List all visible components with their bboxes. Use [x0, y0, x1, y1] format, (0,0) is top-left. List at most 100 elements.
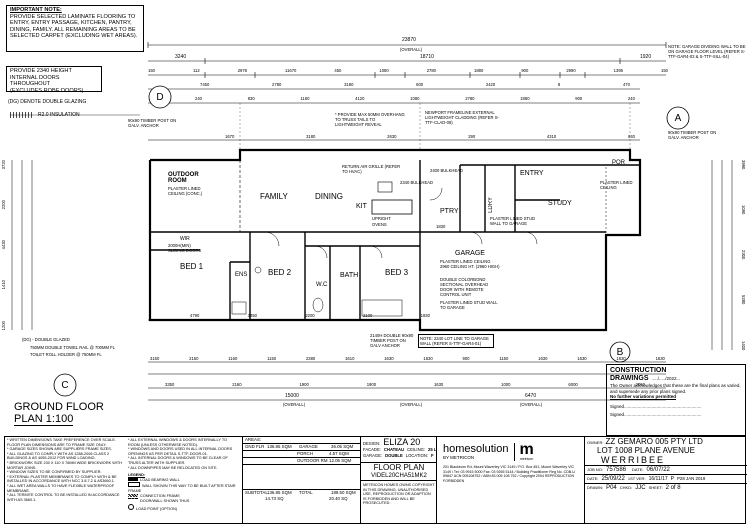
dim: 4430 [1, 240, 6, 250]
brand-block: homesolution BY METRICON m metricon 201 … [436, 437, 585, 523]
dim: 3180 [306, 134, 316, 139]
room-bed1: BED 1 [180, 262, 204, 271]
ptry-sub: PLASTER LINED STUD WALL TO GARAGE [490, 216, 536, 226]
important-note-line: DINING, FAMILY. ALL REMAINING AREAS TO B… [10, 26, 136, 33]
dim: 6000 [568, 382, 578, 387]
bulkhead-label: 2340 BULKHEAD [400, 180, 434, 185]
brand-sub: BY METRICON [443, 455, 475, 460]
dim: 3180 [344, 82, 354, 87]
section-marker-b [609, 341, 631, 363]
facade-value: CHATEAU [383, 447, 405, 452]
room-dining: DINING [315, 192, 343, 201]
pf-value: P [670, 476, 674, 482]
dim: 290 [468, 134, 476, 139]
dim-bottom-overall-a: 15000 [285, 393, 299, 399]
legend-title: LEGEND: [128, 473, 146, 478]
note-line: * ALL DOWNPIPES MAY BE RELOCATED ON SITE… [128, 465, 218, 470]
dim: 3720 [1, 160, 6, 170]
dim: 2060 [635, 382, 645, 387]
garage-sub: PLASTER LINED CEILING 2960 CEILING HT. (… [440, 259, 500, 269]
ver-label: 1ST VER: [627, 476, 646, 481]
legend-item-label: CONNECTION FRAME [140, 493, 180, 498]
owner-label: OWNER: [587, 440, 604, 445]
important-note-title: IMPORTANT NOTE: [10, 7, 62, 13]
dim: 4310 [546, 134, 557, 139]
suburb-value: WERRIBEE [585, 455, 747, 466]
legend-item: WALL SHOWN THIS WAY TO BE BUILT AFTER ST… [128, 482, 238, 493]
note-line: * ALL GLAZING TO COMPLY WITH AS 1288-200… [7, 451, 110, 461]
dim: 1160 [300, 96, 310, 101]
dim: 1630 [655, 356, 665, 361]
construction-title-2: DRAWINGS [610, 375, 649, 382]
construction-signed-2: Signed..................................… [610, 412, 702, 417]
dim-bottom-label-b: (OVERALL) [520, 402, 543, 407]
legend-item-label: WALL SHOWN THIS WAY TO BE BUILT AFTER ST… [128, 484, 236, 493]
dim-row5: 240 830 1160 4120 1080 2780 1880 900 240 [195, 96, 635, 101]
dim-small: 1830 [436, 224, 446, 229]
job-label: JOB NO: [587, 467, 604, 472]
robe-sub: 2000H(MIN) SLIDING DOORS [168, 243, 202, 253]
dim: 2978 [237, 68, 248, 73]
garage-sub3: PLASTER LINED STUD WALL TO GARAGE [440, 300, 498, 310]
job-value: 757586 [606, 467, 627, 473]
copyright: METRICON HOMES OWNS COPYRIGHT IN THIS DR… [363, 483, 435, 506]
construction-no-further: No further variations permitted [610, 394, 677, 399]
room-ldry: LDRY [488, 197, 494, 213]
dim-bottom-overall-b: 6470 [525, 393, 537, 399]
dim: 1670 [225, 134, 235, 139]
dim: 1630 [433, 382, 444, 387]
area-label: GARAGE [299, 444, 318, 449]
room-outdoor-sub: PLASTER LINED CEILING (CONC.) [168, 186, 203, 196]
general-notes-mid: * ALL EXTERNAL WINDOWS & DOORS INTERNALL… [128, 438, 238, 511]
dim-left: 3720 2200 4430 1410 1200 [1, 160, 11, 330]
dim: 1090 [741, 205, 746, 215]
bulkhead-label-2: 2400 BULKHEAD [430, 168, 464, 173]
dim: 2990 [566, 68, 576, 73]
room-wc: W.C [316, 282, 328, 288]
metricon-logo-mark: m [519, 441, 534, 458]
dim-top-row2-b: 18710 [420, 54, 434, 60]
note-line: * BRICKWORK SIZE 230 X 110 X 76MM WIDE B… [7, 460, 122, 470]
area-value: 136.85 SQM [267, 444, 292, 449]
dim: 150 [148, 68, 155, 73]
date-value: 06/07/22 [646, 467, 670, 473]
note-line: * ALL WET AREA WALLS TO HAVE FLEXIBLE WA… [7, 483, 115, 493]
dim: 1150 [267, 356, 277, 361]
dim: 1630 [423, 356, 433, 361]
areas-block: AREAS: GND FLR 136.85 SQM GARAGE 36.05 S… [242, 437, 361, 523]
dg-legend-item: 750MM DOUBLE TOWEL RAIL @ 700MM FL [30, 345, 116, 350]
brand-name: homesolution [443, 443, 509, 455]
design-value: ELIZA 20 [383, 437, 421, 447]
dim: 3990 [741, 160, 746, 170]
facade-label: FACADE: [363, 447, 381, 452]
dim: 1830 [420, 313, 430, 318]
important-note-line: PROVIDE SELECTED LAMINATE FLOORING TO [10, 13, 136, 20]
location-value: F [431, 453, 434, 458]
owner-block: OWNER: ZZ GEMARO 005 PTY LTD LOT 1008 PL… [584, 437, 747, 523]
dim: 150 [661, 68, 668, 73]
plan-title-line1: GROUND FLOOR [14, 401, 104, 413]
note-line: * ALL TERMITE CONTROL TO BE INSTALLED IN… [7, 493, 120, 502]
sheet-title: FLOOR PLAN [361, 462, 437, 473]
legend-item-label: LOAD POINT (OPTION) [136, 506, 178, 511]
section-marker-a [666, 106, 690, 130]
area-value: 14.73 SQ [265, 496, 284, 501]
plan-title-line2: PLAN 1:100 [14, 413, 74, 426]
note-line: * WINDOW SIZES TO BE CONFIRMED BY SUPPLI… [7, 470, 102, 475]
room-bed2: BED 2 [268, 268, 292, 277]
dim: 900 [575, 96, 583, 101]
construction-signed: Signed..................................… [610, 403, 702, 409]
sheet-code: VIDEL20CHA51MK2 [361, 473, 437, 481]
lot-line-note: NOTE: 2340 LOT LINE TO GARAGE WALL (REFE… [418, 334, 494, 348]
sheet-label: SHEET: [648, 485, 663, 490]
garage-wall-note: NOTE: GARAGE DIVIDING WALL TO BE ON GARA… [668, 44, 746, 59]
room-outdoor: OUTDOOR ROOM [168, 172, 199, 184]
note-line: * ALL INTERNAL DOORS & WINDOWS TO BE CLE… [128, 456, 228, 465]
ceiling-value: 25 L [428, 447, 437, 452]
checked-value: JJC [635, 485, 646, 491]
double-glazing-note: (DG) DENOTE DOUBLE GLAZING [8, 99, 87, 105]
dim: 11670 [285, 68, 297, 73]
dim: 2780 [426, 68, 437, 73]
date2-value: 25/09/22 [601, 476, 625, 482]
room-ens: ENS [235, 272, 248, 278]
